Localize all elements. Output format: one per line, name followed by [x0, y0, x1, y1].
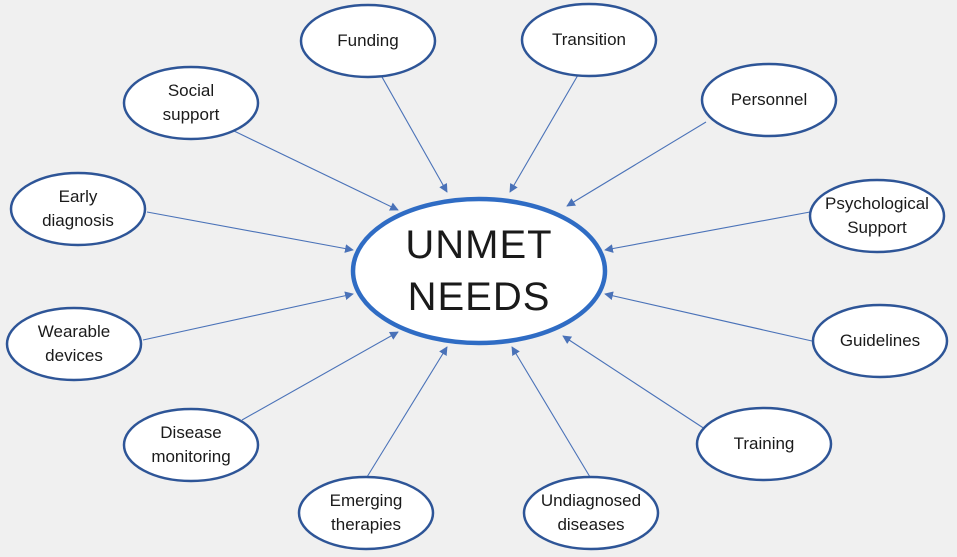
arrow-social-support: [231, 129, 399, 211]
node-disease-monitoring: [122, 407, 260, 483]
arrow-wearable-devices: [142, 291, 354, 341]
node-guidelines: [811, 303, 949, 379]
arrow-group: [142, 69, 813, 478]
arrow-transition: [509, 74, 579, 193]
arrow-psychological-support: [604, 211, 811, 253]
arrow-training: [562, 335, 709, 432]
node-undiagnosed-diseases: [522, 475, 660, 551]
node-social-support: [122, 65, 260, 141]
arrow-guidelines: [604, 291, 813, 342]
arrow-emerging-therapies: [366, 346, 448, 478]
arrow-early-diagnosis: [146, 211, 354, 253]
arrow-funding: [377, 69, 448, 193]
arrow-personnel: [566, 121, 707, 207]
central-node: [350, 196, 608, 346]
ellipse-group: [5, 2, 949, 551]
arrow-disease-monitoring: [241, 331, 399, 421]
node-training: [695, 406, 833, 482]
node-emerging-therapies: [297, 475, 435, 551]
node-wearable-devices: [5, 306, 143, 382]
node-funding: [299, 3, 437, 79]
node-early-diagnosis: [9, 171, 147, 247]
node-transition: [520, 2, 658, 78]
node-personnel: [700, 62, 838, 138]
node-psychological-support: [808, 178, 946, 254]
arrow-undiagnosed-diseases: [511, 346, 591, 478]
